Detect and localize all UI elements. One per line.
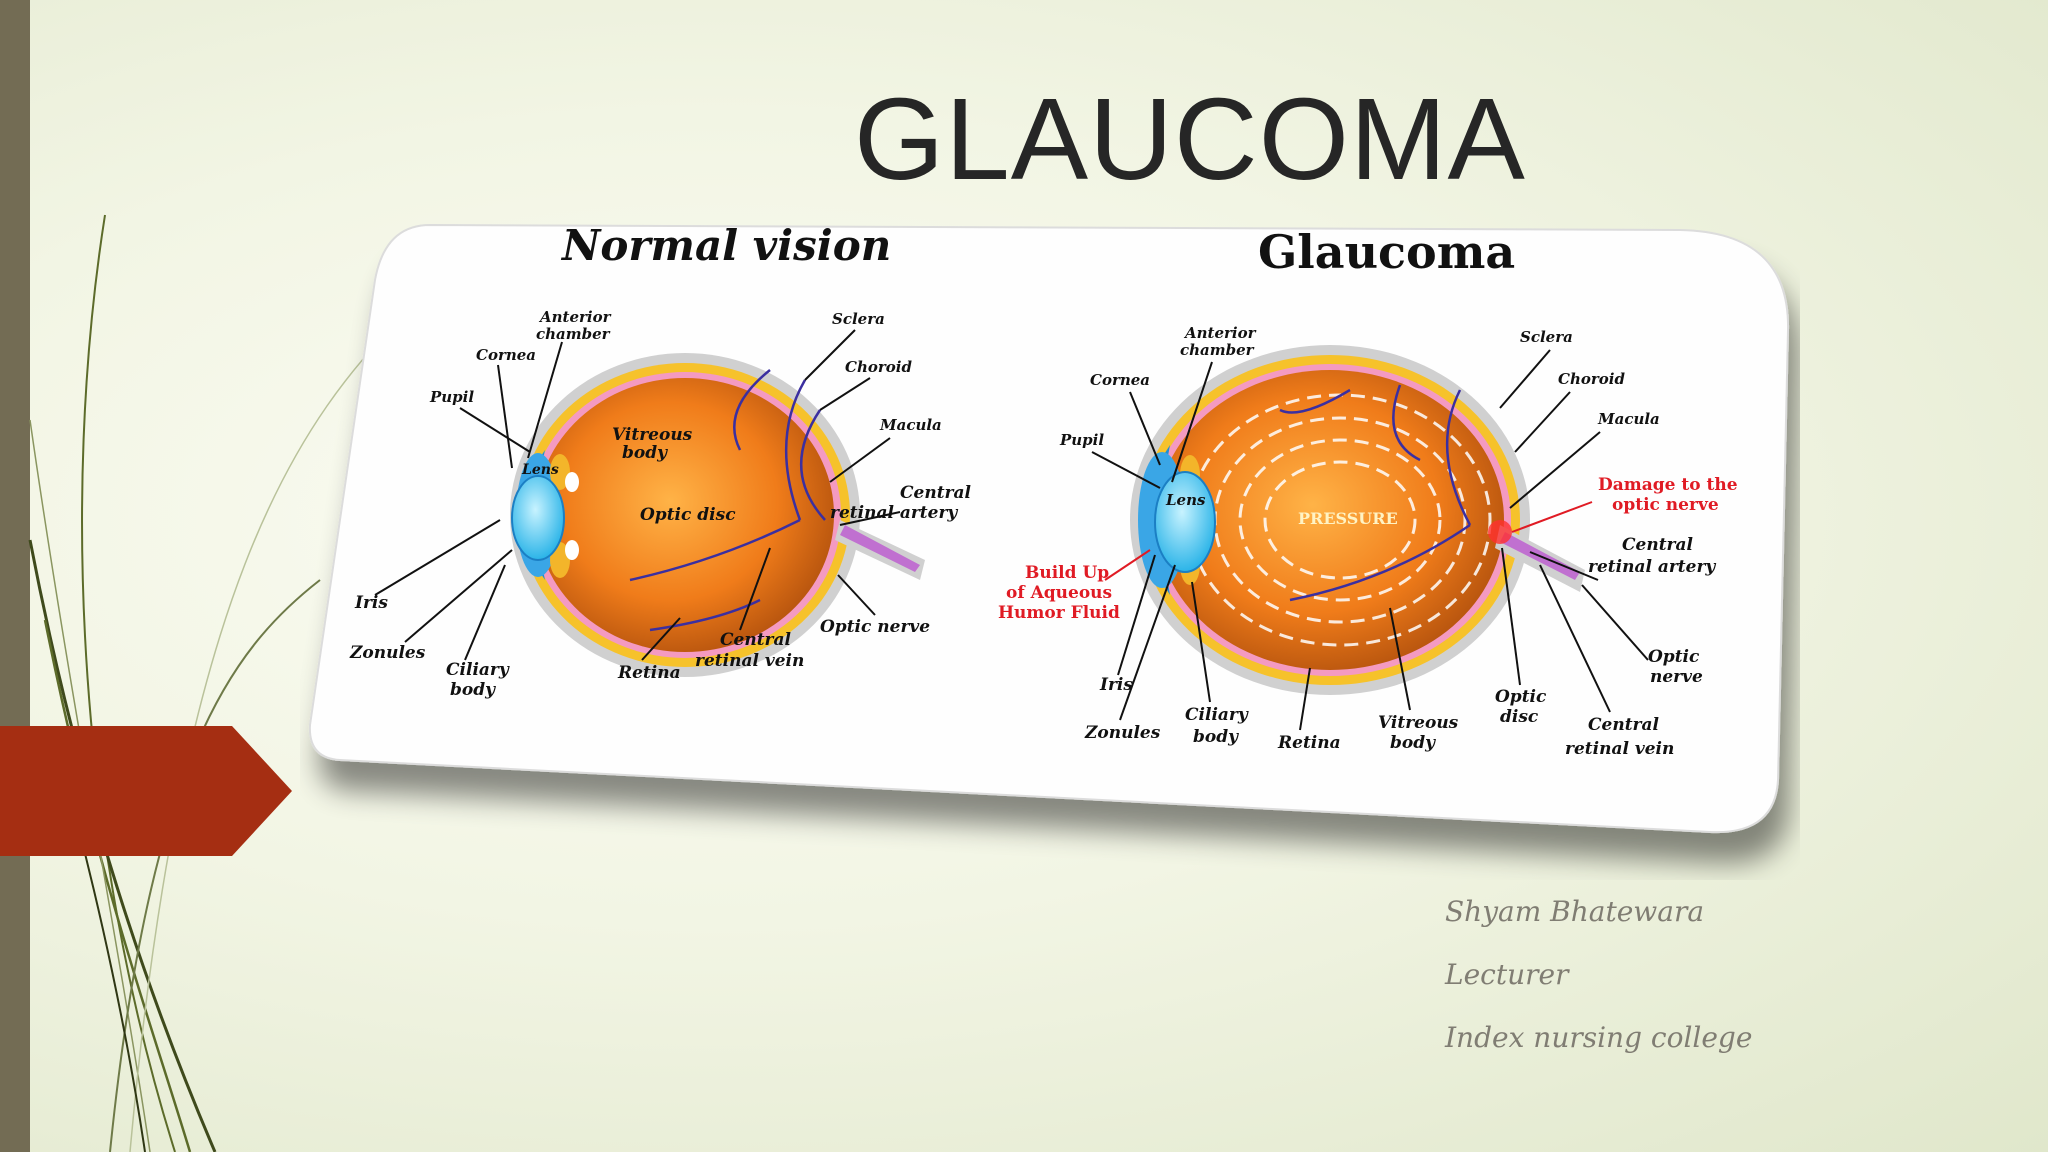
red-arrow-shape: [0, 726, 292, 856]
macula-label-normal: Macula: [879, 416, 942, 434]
pupil-label-glaucoma: Pupil: [1059, 431, 1104, 449]
buildup-label-2: of Aqueous: [1006, 583, 1112, 603]
ciliary-label-normal-1: Ciliary: [446, 660, 510, 680]
author-institution: Index nursing college: [1445, 1021, 1753, 1054]
sclera-label-normal: Sclera: [832, 310, 885, 328]
normal-vision-heading: Normal vision: [560, 221, 891, 270]
optic-nerve-label-glaucoma-1: Optic: [1648, 647, 1700, 667]
eye-diagram: Normal vision Glaucoma Lens Vitreous bod…: [308, 221, 1790, 834]
central-artery-label-glaucoma-2: retinal artery: [1588, 557, 1716, 577]
anterior-label-normal-2: chamber: [536, 325, 611, 343]
cornea-label-glaucoma: Cornea: [1090, 371, 1150, 389]
buildup-label-3: Humor Fluid: [998, 603, 1120, 623]
ciliary-label-glaucoma-2: body: [1193, 727, 1239, 747]
damage-label-1: Damage to the: [1598, 475, 1738, 495]
left-accent-bar: [0, 0, 30, 1152]
lens-label-normal: Lens: [521, 462, 559, 478]
anterior-label-glaucoma-2: chamber: [1180, 341, 1255, 359]
optic-disc-label-glaucoma-1: Optic: [1495, 687, 1547, 707]
cornea-label-normal: Cornea: [476, 346, 536, 364]
choroid-label-normal: Choroid: [845, 358, 912, 376]
central-vein-label-glaucoma-2: retinal vein: [1565, 739, 1674, 759]
zonules-label-normal: Zonules: [349, 643, 426, 663]
optic-nerve-label-normal: Optic nerve: [820, 617, 930, 637]
glaucoma-pointer-lines: [1091, 349, 1649, 731]
damage-label-2: optic nerve: [1612, 495, 1719, 515]
central-artery-label-normal-1: Central: [900, 483, 972, 503]
optic-disc-label-normal: Optic disc: [640, 505, 736, 525]
author-role: Lecturer: [1445, 958, 1569, 991]
retina-label-glaucoma: Retina: [1277, 733, 1341, 753]
slide-title: GLAUCOMA: [854, 74, 1526, 204]
ciliary-label-normal-2: body: [450, 680, 496, 700]
eye-diagram-card: Normal vision Glaucoma Lens Vitreous bod…: [300, 220, 1800, 880]
anterior-label-glaucoma-1: Anterior: [1183, 324, 1257, 342]
vitreous-label-normal-1: Vitreous: [612, 425, 693, 445]
vitreous-label-normal-2: body: [622, 443, 668, 463]
choroid-label-glaucoma: Choroid: [1558, 370, 1625, 388]
optic-nerve-label-glaucoma-2: nerve: [1650, 667, 1703, 687]
buildup-label-1: Build Up: [1025, 563, 1109, 583]
decorative-swooshes: [28, 214, 420, 1152]
iris-label-normal: Iris: [354, 593, 388, 613]
glaucoma-heading: Glaucoma: [1258, 225, 1515, 279]
zonules-label-glaucoma: Zonules: [1084, 723, 1161, 743]
glaucoma-eye: [1130, 345, 1585, 695]
normal-pointer-lines: [374, 329, 901, 661]
vitreous-label-glaucoma-2: body: [1390, 733, 1436, 753]
central-artery-label-glaucoma-1: Central: [1622, 535, 1694, 555]
lens-label-glaucoma: Lens: [1165, 491, 1206, 509]
retina-label-normal: Retina: [617, 663, 681, 683]
central-vein-label-glaucoma-1: Central: [1588, 715, 1660, 735]
sclera-label-glaucoma: Sclera: [1520, 328, 1573, 346]
author-block: Shyam Bhatewara Lecturer Index nursing c…: [1445, 895, 1752, 1084]
central-vein-label-normal-1: Central: [720, 630, 792, 650]
vitreous-label-glaucoma-1: Vitreous: [1378, 713, 1459, 733]
author-name: Shyam Bhatewara: [1445, 895, 1705, 928]
optic-disc-label-glaucoma-2: disc: [1500, 707, 1539, 727]
macula-label-glaucoma: Macula: [1597, 410, 1660, 428]
red-pointer-lines: [1104, 501, 1593, 581]
pressure-label: PRESSURE: [1298, 509, 1398, 528]
central-vein-label-normal-2: retinal vein: [695, 651, 804, 671]
anterior-label-normal-1: Anterior: [538, 308, 612, 326]
iris-label-glaucoma: Iris: [1099, 675, 1133, 695]
pupil-label-normal: Pupil: [429, 388, 474, 406]
ciliary-label-glaucoma-1: Ciliary: [1185, 705, 1249, 725]
normal-eye: [510, 353, 925, 677]
